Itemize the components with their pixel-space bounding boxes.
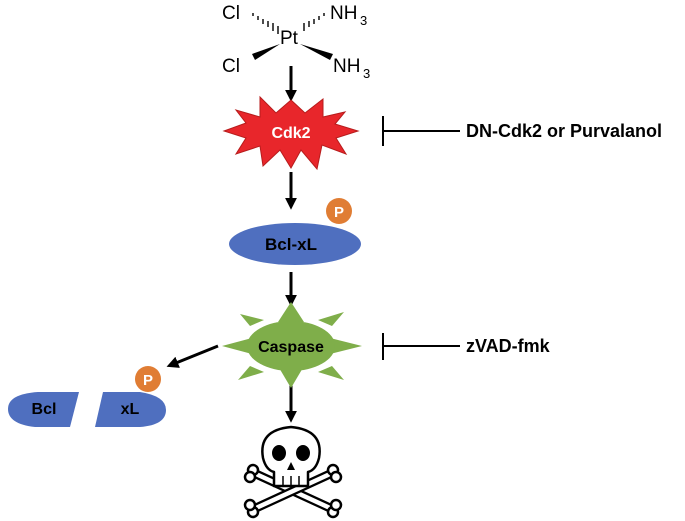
- cleaved-bclxl: Bcl xL P: [8, 366, 166, 427]
- phospho-badge-top: [326, 198, 352, 224]
- skull-eye-left: [272, 445, 286, 461]
- skull-eye-right: [296, 445, 310, 461]
- inhibitor-cdk2: DN-Cdk2 or Purvalanol: [382, 116, 662, 146]
- cdk2-label: Cdk2: [271, 125, 310, 142]
- bclxl-label: Bcl-xL: [265, 235, 317, 254]
- caspase-ray-top-left: [240, 314, 264, 326]
- ligand-cl-top: Cl: [222, 3, 240, 24]
- caspase-ray-top: [278, 302, 304, 322]
- xl-fragment: [95, 392, 166, 427]
- hashed-bond-left: [252, 13, 279, 34]
- caspase-ray-bottom-left: [238, 366, 264, 380]
- caspase-ray-bottom: [278, 366, 304, 388]
- bcl-fragment: [8, 392, 79, 427]
- inhibitor-caspase-label: zVAD-fmk: [466, 336, 551, 356]
- inhibitor-cdk2-label: DN-Cdk2 or Purvalanol: [466, 121, 662, 141]
- wedge-bond-right: [300, 44, 333, 60]
- bcl-fragment-label: Bcl: [32, 401, 57, 418]
- caspase-label: Caspase: [258, 339, 324, 356]
- phospho-badge-bottom: [135, 366, 161, 392]
- ligand-nh3-bottom: NH: [333, 56, 360, 77]
- crossbones: [243, 463, 343, 519]
- wedge-bond-left: [252, 44, 280, 60]
- hashed-bond-right: [303, 13, 325, 31]
- caspase-ray-bottom-right: [318, 366, 344, 380]
- xl-fragment-label: xL: [121, 401, 140, 418]
- ligand-nh3-bottom-subscript: 3: [363, 66, 370, 81]
- skull: [261, 425, 321, 488]
- caspase-body: [247, 321, 335, 371]
- cdk2-starburst: [222, 95, 360, 171]
- bclxl-node: Bcl-xL P: [229, 198, 361, 265]
- cisplatin-structure: Cl NH 3 Pt Cl NH 3: [222, 3, 370, 81]
- ligand-cl-bottom: Cl: [222, 56, 240, 77]
- inhibitor-caspase: zVAD-fmk: [382, 333, 551, 360]
- phospho-top-label: P: [334, 204, 344, 221]
- ligand-nh3-top: NH: [330, 3, 357, 24]
- metal-center: Pt: [280, 28, 299, 49]
- ligand-nh3-top-subscript: 3: [360, 13, 367, 28]
- caspase-ray-right: [330, 338, 362, 354]
- bclxl-ellipse: [229, 223, 361, 265]
- skull-nose: [287, 462, 295, 470]
- caspase-ray-top-right: [318, 312, 344, 326]
- arrow-caspase-to-cleavage: [166, 344, 219, 368]
- phospho-bottom-label: P: [143, 372, 153, 389]
- caspase-node: Caspase: [222, 302, 362, 388]
- skull-crossbones-icon: [243, 425, 343, 519]
- cdk2-node: Cdk2: [222, 95, 360, 171]
- caspase-ray-left: [222, 338, 252, 354]
